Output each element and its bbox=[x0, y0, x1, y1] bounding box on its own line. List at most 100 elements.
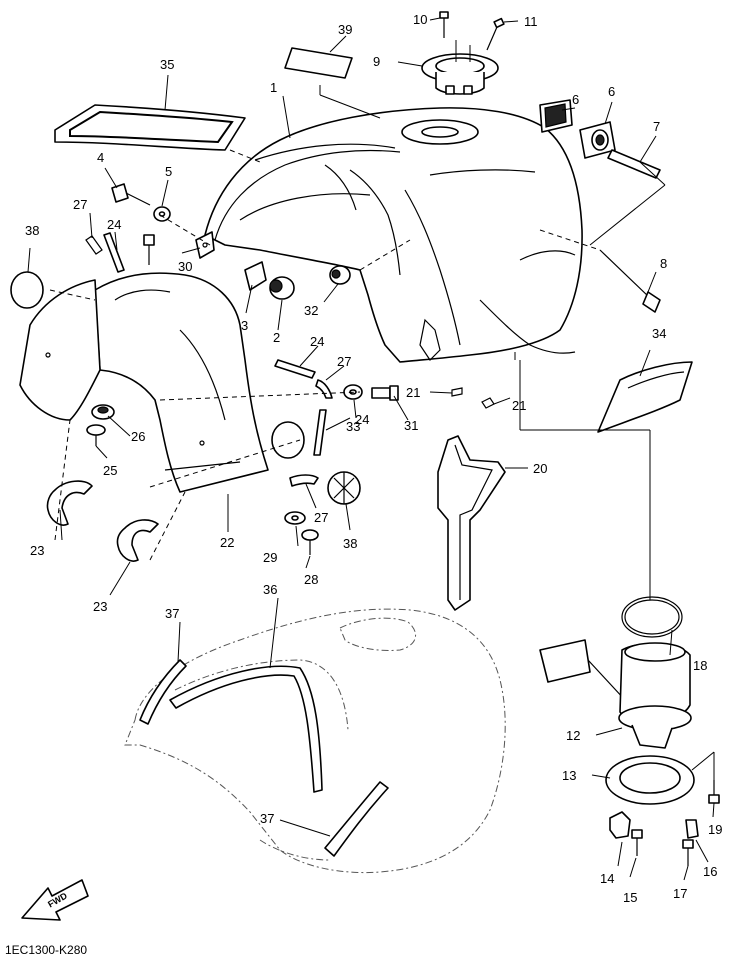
damper-6a bbox=[539, 99, 573, 133]
callout-1: 1 bbox=[270, 80, 277, 95]
screw-24-vertical bbox=[143, 234, 155, 265]
callout-21a: 21 bbox=[406, 385, 420, 400]
washer-29 bbox=[284, 511, 306, 525]
cap-screw-11 bbox=[486, 17, 505, 51]
grommet-38-left bbox=[10, 271, 44, 309]
callout-21b: 21 bbox=[512, 398, 526, 413]
callout-35: 35 bbox=[160, 57, 174, 72]
callout-20: 20 bbox=[533, 461, 547, 476]
clip-27-upper bbox=[85, 235, 103, 255]
bolt-30 bbox=[195, 231, 215, 259]
clamp-14 bbox=[609, 811, 631, 839]
side-pad-34 bbox=[597, 361, 693, 433]
callout-37a: 37 bbox=[165, 606, 179, 621]
fwd-arrow-icon bbox=[21, 879, 89, 921]
callout-2: 2 bbox=[273, 330, 280, 345]
callout-14: 14 bbox=[600, 871, 614, 886]
collar-24-mid bbox=[274, 359, 316, 379]
callout-25: 25 bbox=[103, 463, 117, 478]
callout-27a: 27 bbox=[73, 197, 87, 212]
callout-3: 3 bbox=[241, 318, 248, 333]
cap-screw-10 bbox=[439, 11, 449, 38]
washer-5 bbox=[153, 206, 171, 222]
bolt-31 bbox=[371, 385, 399, 401]
callout-labels: 1 2 3 4 5 6 6 7 8 9 10 11 12 13 14 15 16… bbox=[25, 12, 722, 905]
callout-4: 4 bbox=[97, 150, 104, 165]
side-cover-22 bbox=[94, 272, 305, 493]
collar-24-lower bbox=[313, 409, 327, 456]
callout-31: 31 bbox=[404, 418, 418, 433]
callout-6a: 6 bbox=[572, 92, 579, 107]
damper-6b bbox=[579, 121, 616, 159]
callout-11: 11 bbox=[524, 14, 538, 29]
callout-23b: 23 bbox=[93, 599, 107, 614]
callout-22: 22 bbox=[220, 535, 234, 550]
callout-29: 29 bbox=[263, 550, 277, 565]
hose-20 bbox=[437, 435, 506, 611]
callout-12: 12 bbox=[566, 728, 580, 743]
callout-15: 15 bbox=[623, 890, 637, 905]
callout-10: 10 bbox=[413, 12, 427, 27]
clip-27-lower bbox=[289, 474, 319, 487]
callout-7: 7 bbox=[653, 119, 660, 134]
grommet-32 bbox=[329, 265, 351, 285]
seal-36 bbox=[169, 665, 323, 793]
bolt-4 bbox=[111, 183, 151, 206]
gasket-13 bbox=[605, 755, 695, 805]
callout-39: 39 bbox=[338, 22, 352, 37]
clip-21a bbox=[451, 387, 463, 397]
fuel-pump-12 bbox=[539, 639, 692, 749]
callout-24b: 24 bbox=[310, 334, 324, 349]
callout-28: 28 bbox=[304, 572, 318, 587]
screw-15 bbox=[631, 829, 643, 856]
callout-30: 30 bbox=[178, 259, 192, 274]
callout-38a: 38 bbox=[25, 223, 39, 238]
callout-13: 13 bbox=[562, 768, 576, 783]
callout-8: 8 bbox=[660, 256, 667, 271]
callout-27c: 27 bbox=[314, 510, 328, 525]
grommet-2 bbox=[269, 276, 295, 300]
callout-9: 9 bbox=[373, 54, 380, 69]
screw-28 bbox=[301, 529, 319, 555]
collar-25 bbox=[86, 424, 106, 446]
fuel-cap bbox=[421, 40, 499, 95]
clip-21b bbox=[481, 397, 495, 409]
leader-lines bbox=[27, 17, 715, 881]
callout-17: 17 bbox=[673, 886, 687, 901]
callout-24a: 24 bbox=[107, 217, 121, 232]
damper-23a bbox=[46, 480, 93, 526]
callout-16: 16 bbox=[703, 864, 717, 879]
grommet-26 bbox=[91, 404, 115, 420]
callout-24c: 24 bbox=[355, 412, 369, 427]
screw-17 bbox=[682, 839, 694, 866]
fuel-tank bbox=[204, 107, 583, 363]
callout-19: 19 bbox=[708, 822, 722, 837]
label-pad-39 bbox=[284, 47, 353, 79]
screw-19 bbox=[708, 780, 720, 804]
collar-24-upper bbox=[103, 232, 125, 273]
o-ring-18 bbox=[621, 596, 683, 638]
left-panel bbox=[19, 279, 101, 421]
callout-33: 33 bbox=[346, 419, 360, 434]
cover-pad-35 bbox=[54, 104, 246, 151]
emblem-38 bbox=[327, 471, 361, 505]
callout-37b: 37 bbox=[260, 811, 274, 826]
collar-7 bbox=[607, 149, 661, 179]
damper-23b bbox=[116, 519, 159, 562]
seal-37-lower bbox=[324, 781, 389, 857]
callout-6b: 6 bbox=[608, 84, 615, 99]
callout-23a: 23 bbox=[30, 543, 44, 558]
callout-26: 26 bbox=[131, 429, 145, 444]
bracket-3 bbox=[244, 261, 267, 291]
seal-37-upper bbox=[139, 659, 187, 725]
callout-5: 5 bbox=[165, 164, 172, 179]
callout-34: 34 bbox=[652, 326, 666, 341]
clip-16 bbox=[685, 819, 699, 839]
callout-18: 18 bbox=[693, 658, 707, 673]
callout-38b: 38 bbox=[343, 536, 357, 551]
bolt-8 bbox=[599, 249, 661, 313]
callout-27b: 27 bbox=[337, 354, 351, 369]
callout-36: 36 bbox=[263, 582, 277, 597]
tank-ghost-outline bbox=[124, 608, 506, 874]
